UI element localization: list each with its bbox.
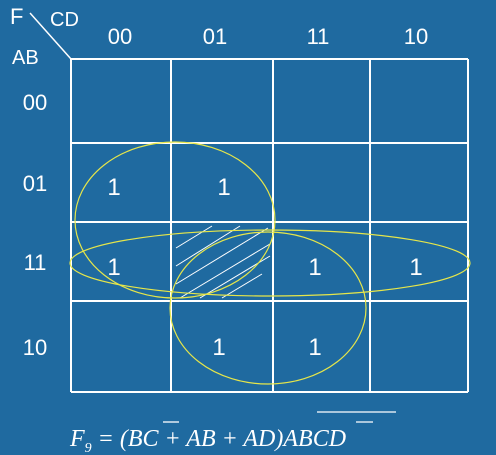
- row-header-10: 10: [23, 335, 47, 360]
- formula-nand-c: C: [313, 426, 330, 452]
- function-label: F: [10, 4, 23, 29]
- cell-10-11: 1: [308, 334, 321, 361]
- row-header-01: 01: [23, 171, 47, 196]
- cell-01-00: 1: [107, 174, 120, 201]
- loop-ad: [169, 231, 367, 385]
- col-header-00: 00: [108, 24, 132, 49]
- boolean-formula: F9 = (BC + AB + AD)ABCD: [69, 411, 396, 455]
- formula-lhs: F: [69, 426, 85, 452]
- cell-10-01: 1: [212, 334, 225, 361]
- loop-b-cbar: [74, 141, 276, 299]
- col-header-01: 01: [203, 24, 227, 49]
- cell-11-10: 1: [409, 254, 422, 281]
- formula-rhs-mid: + AB + AD): [159, 426, 284, 452]
- formula-lhs-subscript: 9: [85, 441, 92, 455]
- row-header-00: 00: [23, 90, 47, 115]
- cell-01-01: 1: [217, 174, 230, 201]
- formula-c-bar: C: [143, 426, 160, 452]
- formula-nand-d: D: [328, 426, 346, 452]
- svg-text:F9 = (BC + AB + AD)ABCD: F9 = (BC + AB + AD)ABCD: [69, 426, 346, 455]
- formula-nand-ab: AB: [281, 426, 313, 452]
- col-header-10: 10: [404, 24, 428, 49]
- cell-11-00: 1: [107, 254, 120, 281]
- loop-ab: [69, 229, 471, 297]
- col-vars-label: CD: [50, 9, 79, 31]
- col-header-11: 11: [307, 24, 330, 49]
- row-vars-label: AB: [12, 47, 39, 69]
- map-grid: [70, 58, 469, 393]
- corner-diagonal: [29, 12, 72, 60]
- overlap-hatching: [175, 225, 271, 299]
- formula-rhs-main: = (B: [92, 426, 143, 452]
- cell-11-11: 1: [308, 254, 321, 281]
- row-header-11: 11: [24, 250, 47, 275]
